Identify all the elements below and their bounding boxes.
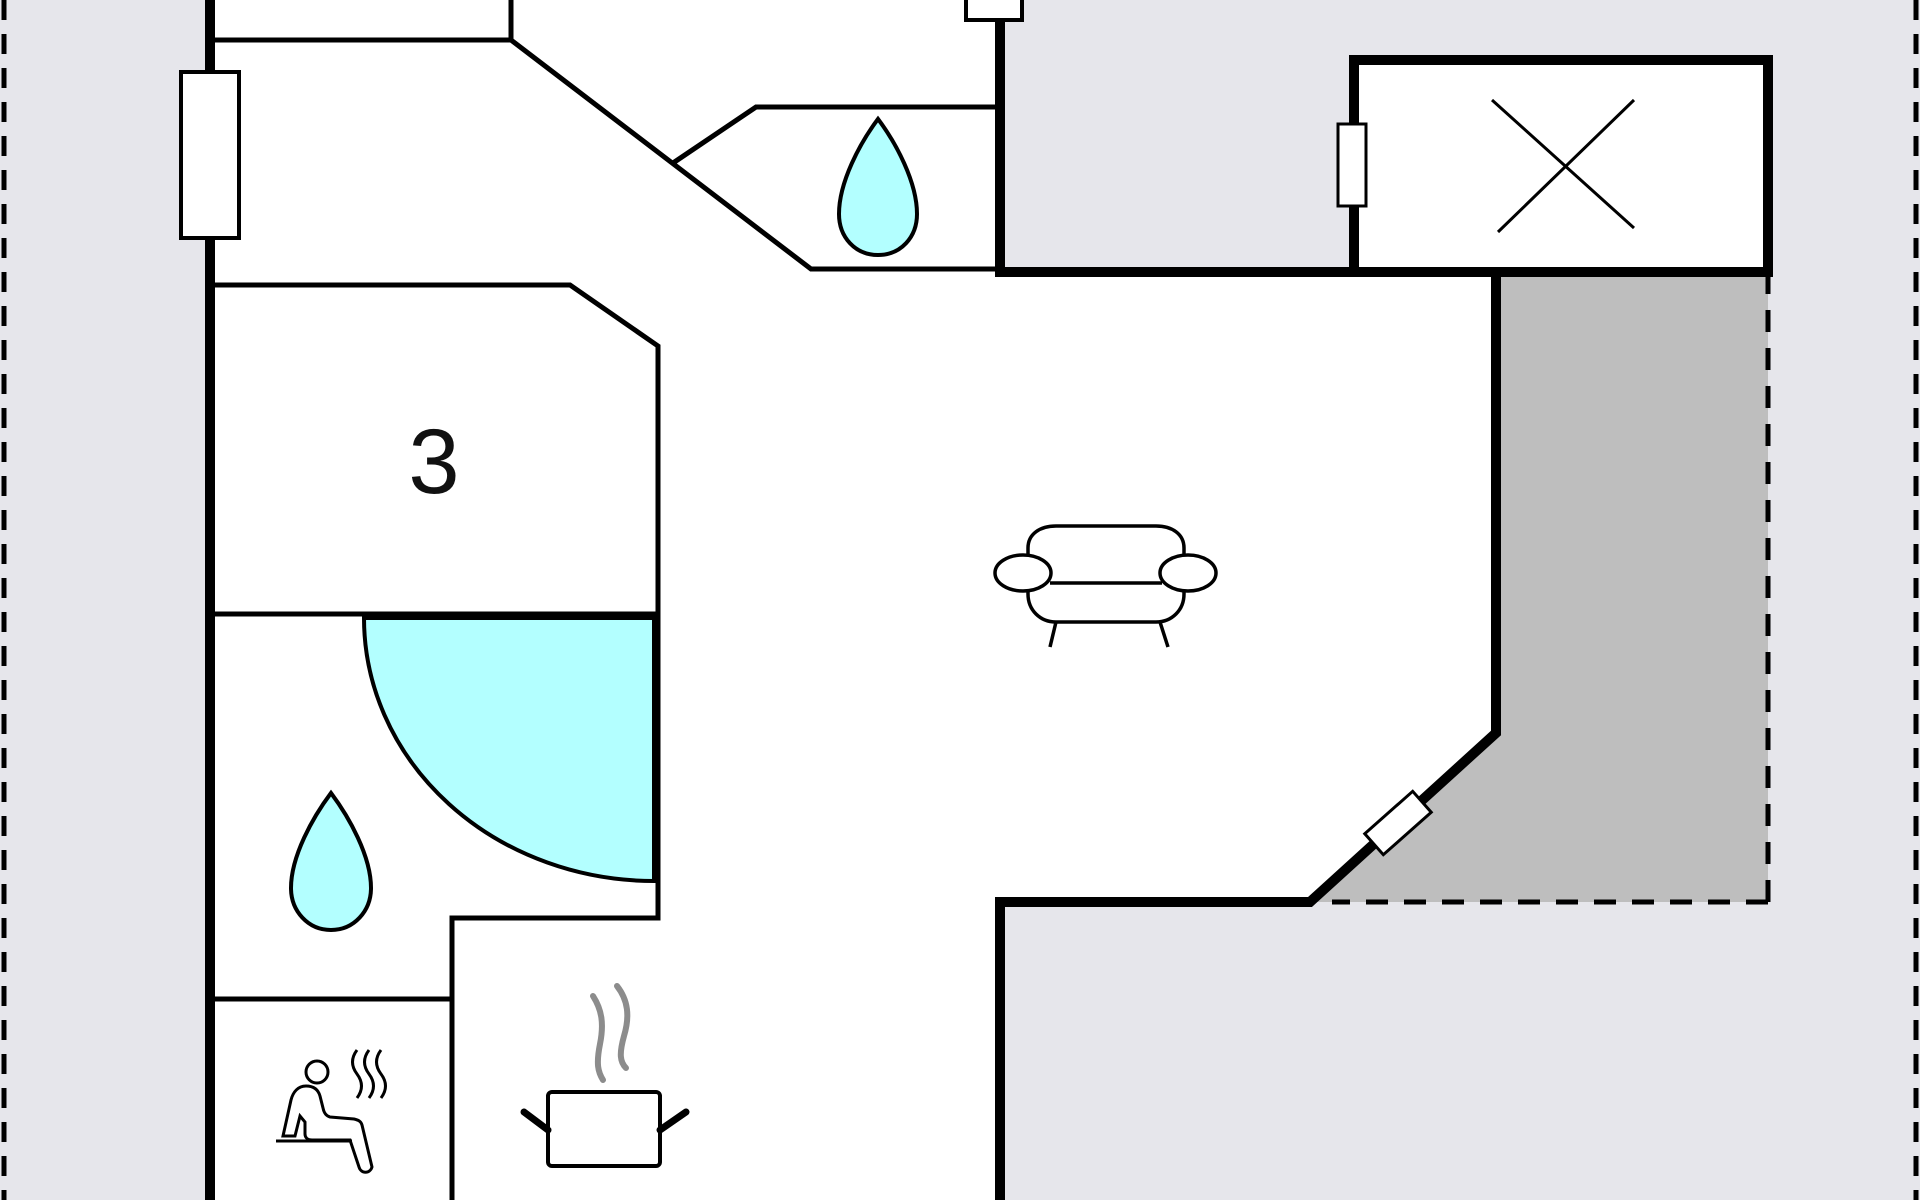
sauna-icon <box>276 1049 387 1174</box>
shower-area <box>361 616 656 884</box>
terrace <box>1310 272 1768 902</box>
cross-icon <box>1490 98 1636 234</box>
storage-door <box>1336 122 1368 208</box>
room-number-bedroom: 3 <box>408 411 459 513</box>
window-left <box>179 70 241 240</box>
water-drop-icon <box>288 789 374 933</box>
water-drop-icon <box>836 115 920 258</box>
interior-walls <box>207 0 1000 1200</box>
sofa-icon <box>993 524 1218 648</box>
storage-room <box>1349 55 1773 277</box>
window-top <box>964 0 1024 22</box>
window-terrace <box>1362 789 1434 857</box>
cooking-pot-icon <box>520 983 690 1168</box>
